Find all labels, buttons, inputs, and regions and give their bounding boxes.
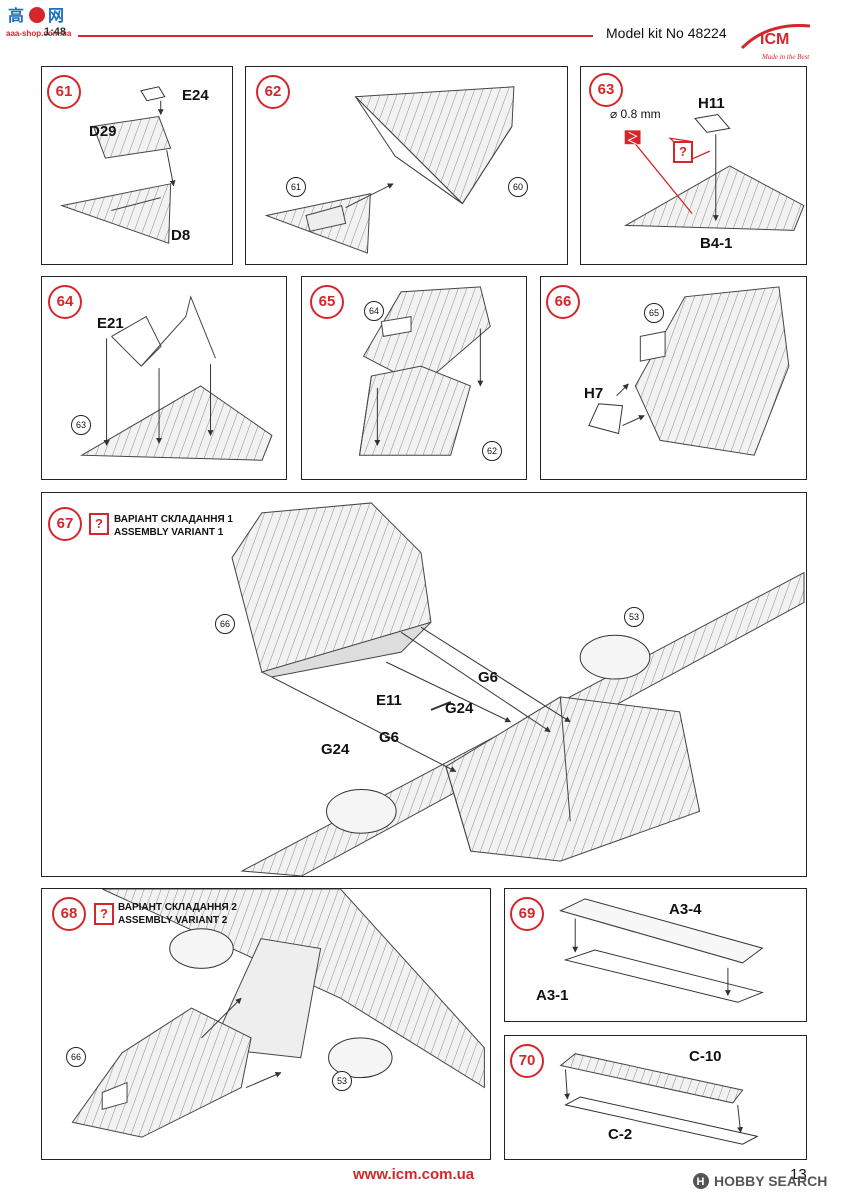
footer-url[interactable]: www.icm.com.ua xyxy=(353,1166,475,1183)
step-63-panel: 63 ⌀ 0.8 mm H11 ? B4-1 xyxy=(580,66,807,265)
step-62-diagram xyxy=(264,86,515,254)
question-icon: ? xyxy=(94,903,114,925)
ref-61: 61 xyxy=(286,177,306,197)
step-65-number: 65 xyxy=(310,285,344,319)
question-icon: ? xyxy=(89,513,109,535)
ref-53: 53 xyxy=(332,1071,352,1091)
part-label-g6-right: G6 xyxy=(478,669,499,686)
header-rule xyxy=(78,35,593,37)
kit-label: Model kit No 48224 xyxy=(606,25,727,41)
drill-size: ⌀ 0.8 mm xyxy=(610,107,661,121)
part-label-a3-1: A3-1 xyxy=(536,987,569,1004)
ref-53: 53 xyxy=(624,607,644,627)
svg-text:高: 高 xyxy=(8,6,24,25)
part-label-g24-right: G24 xyxy=(445,700,474,717)
step-63-number: 63 xyxy=(589,73,623,107)
step-67-panel: 67 ? ВАРІАНТ СКЛАДАННЯ 1 ASSEMBLY VARIAN… xyxy=(41,492,807,877)
ref-66: 66 xyxy=(215,614,235,634)
part-label-e21: E21 xyxy=(97,315,124,332)
ref-62: 62 xyxy=(482,441,502,461)
step-68-number: 68 xyxy=(52,897,86,931)
step-61-panel: 61 E24 D29 D8 xyxy=(41,66,233,265)
step-66-diagram xyxy=(588,286,790,456)
site-logo: 高 网 aaa-shop.com.ua xyxy=(6,4,76,38)
part-label-c-10: C-10 xyxy=(689,1048,722,1065)
part-label-c-2: C-2 xyxy=(608,1126,633,1143)
step-62-panel: 62 61 60 xyxy=(245,66,568,265)
ref-63: 63 xyxy=(71,415,91,435)
part-label-g24-left: G24 xyxy=(321,741,350,758)
ref-64: 64 xyxy=(364,301,384,321)
part-label-g6-left: G6 xyxy=(379,729,400,746)
part-label-h7: H7 xyxy=(584,385,604,402)
ref-60: 60 xyxy=(508,177,528,197)
step-70-number: 70 xyxy=(510,1044,544,1078)
step-69-diagram xyxy=(559,898,764,1003)
svg-text:网: 网 xyxy=(48,6,64,25)
step-69-panel: 69 A3-4 A3-1 xyxy=(504,888,807,1022)
step-61-number: 61 xyxy=(47,75,81,109)
scale-label: 1:48 xyxy=(44,26,67,38)
hobby-search-icon: H xyxy=(693,1173,709,1189)
step-61-diagram xyxy=(59,86,176,244)
step-66-panel: 66 65 H7 xyxy=(540,276,807,480)
watermark-text: HOBBY SEARCH xyxy=(714,1173,828,1189)
site-logo-text: aaa-shop.com.ua xyxy=(6,29,72,38)
step-64-number: 64 xyxy=(48,285,82,319)
site-logo-icon: 高 网 xyxy=(8,6,64,25)
step-68-panel: 68 ? ВАРІАНТ СКЛАДАННЯ 2 ASSEMBLY VARIAN… xyxy=(41,888,491,1160)
variant-en: ASSEMBLY VARIANT 1 xyxy=(114,527,224,538)
variant-ua: ВАРІАНТ СКЛАДАННЯ 1 xyxy=(114,514,233,525)
ref-66: 66 xyxy=(66,1047,86,1067)
step-64-diagram xyxy=(80,295,273,461)
step-70-panel: 70 C-10 C-2 xyxy=(504,1035,807,1160)
icm-logo-icon: ICM xyxy=(740,23,811,50)
step-66-number: 66 xyxy=(546,285,580,319)
step-65-diagram xyxy=(358,286,491,456)
step-62-number: 62 xyxy=(256,75,290,109)
part-label-e24: E24 xyxy=(182,87,209,104)
part-label-d29: D29 xyxy=(89,123,117,140)
svg-text:H: H xyxy=(697,1176,705,1188)
watermark: H HOBBY SEARCH xyxy=(692,1172,827,1190)
page-number: 13 xyxy=(790,1166,807,1183)
part-label-d8: D8 xyxy=(171,227,191,244)
step-67-diagram xyxy=(231,502,805,876)
ref-65: 65 xyxy=(644,303,664,323)
step-64-panel: 64 E21 63 xyxy=(41,276,287,480)
svg-text:ICM: ICM xyxy=(760,31,789,48)
brand-logo: ICM Made in the Best xyxy=(738,20,814,64)
part-label-e11: E11 xyxy=(376,692,402,709)
step-65-panel: 65 64 62 xyxy=(301,276,527,480)
part-label-h11: H11 xyxy=(698,95,725,112)
part-label-b4-1: B4-1 xyxy=(700,235,733,252)
brand-tagline: Made in the Best xyxy=(762,53,810,61)
question-icon: ? xyxy=(673,141,693,163)
step-70-diagram xyxy=(559,1053,759,1145)
variant-ua: ВАРІАНТ СКЛАДАННЯ 2 xyxy=(118,902,237,913)
step-68-diagram xyxy=(71,889,485,1138)
part-label-a3-4: A3-4 xyxy=(669,901,702,918)
variant-en: ASSEMBLY VARIANT 2 xyxy=(118,915,228,926)
step-67-number: 67 xyxy=(48,507,82,541)
step-69-number: 69 xyxy=(510,897,544,931)
